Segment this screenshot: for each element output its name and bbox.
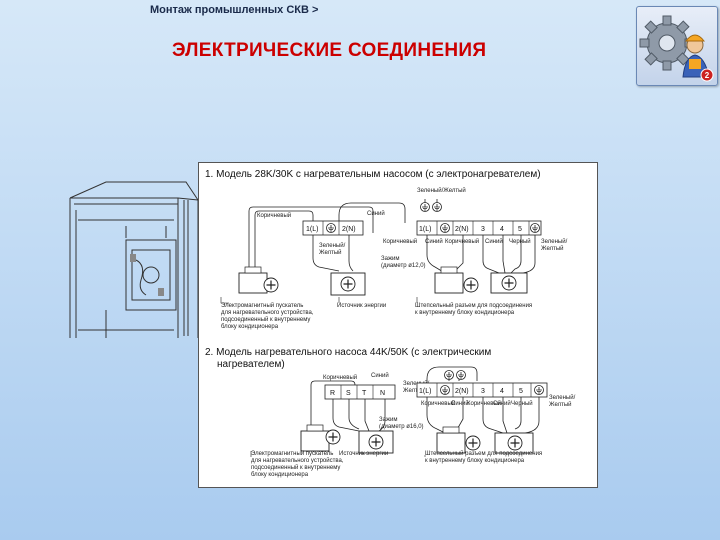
s2-green-yellow-right: Зеленый/Желтый [549,394,576,408]
s2-term-right-1: 1(L) [419,388,431,395]
indoor-unit-drawing [69,181,199,338]
s2-blue-label: Синий [371,372,389,379]
s1-blue-label: Синий [367,210,385,217]
s1-term-right-5: 5 [518,226,522,233]
s2-wire-label-2: Синий [451,400,469,407]
s2-term-right-2: 2(N) [455,388,469,395]
section1-title: 1. Модель 28K/30K с нагревательным насос… [205,169,541,180]
s2-term-left-3: T [362,390,367,397]
s1-ground-label: Зеленый/Желтый [417,187,466,194]
s1-caption-connector: Штепсельный разъем для подсоединения к в… [415,302,534,316]
s2-green-yellow-mid: Зеленый/Желтый [403,380,430,394]
s1-wire-label-4: Синий [485,238,503,245]
s1-wire-label-3: Коричневый [445,238,479,245]
s1-term-left-2: 2(N) [342,226,356,233]
s1-term-left-1: 1(L) [306,226,318,233]
s2-wire-label-3: Коричневый [467,400,501,407]
s1-term-right-2: 2(N) [455,226,469,233]
s1-caption-source: Источник энергии [337,303,386,309]
s1-caption-contactor: Электромагнитный пускатель для нагревате… [221,302,315,330]
s2-term-left-2: S [346,390,351,397]
s2-brown-label: Коричневый [323,374,357,381]
s1-wire-label-2: Синий [425,238,443,245]
s1-term-right-4: 4 [500,226,504,233]
s2-wire-label-4: Синий [493,400,511,407]
s1-brown-label: Коричневый [257,212,291,219]
s2-caption-source: Источник энергии [339,451,388,457]
breadcrumb: Монтаж промышленных СКВ > [150,4,319,16]
s1-green-yellow-left: Зеленый/Желтый [319,242,346,256]
s2-caption-contactor: Электромагнитный пускатель для нагревате… [251,450,345,478]
s1-green-yellow-right: Зеленый/Желтый [541,238,568,252]
s2-clamp-label: Зажим(диаметр ø16,0) [379,417,424,430]
wiring-diagram: 1. Модель 28K/30K с нагревательным насос… [198,162,598,488]
s1-wire-label-1: Коричневый [383,238,417,245]
s2-caption-connector: Штепсельный разъем для подсоединения к в… [425,450,544,464]
s2-term-right-5: 5 [519,388,523,395]
page-title: ЭЛЕКТРИЧЕСКИЕ СОЕДИНЕНИЯ [172,40,487,61]
s2-term-right-4: 4 [500,388,504,395]
s1-clamp-label: Зажим(диаметр ø12,0) [381,256,426,269]
s2-wire-label-5: Черный [511,400,533,407]
s2-term-left-4: N [380,390,385,397]
s2-wire-label-1: Коричневый [421,400,455,407]
s1-wire-label-5: Черный [509,238,531,245]
s2-term-right-3: 3 [481,388,485,395]
s2-term-left-1: R [330,390,335,397]
s1-term-right-1: 1(L) [419,226,431,233]
section2-title: 2. Модель нагревательного насоса 44K/50K… [205,347,494,370]
wiring-diagram-svg: 1. Модель 28K/30K с нагревательным насос… [205,169,576,478]
logo: 2 [636,6,718,86]
gear-worker-icon: 2 [639,15,714,82]
s1-term-right-3: 3 [481,226,485,233]
logo-badge: 2 [705,71,710,80]
